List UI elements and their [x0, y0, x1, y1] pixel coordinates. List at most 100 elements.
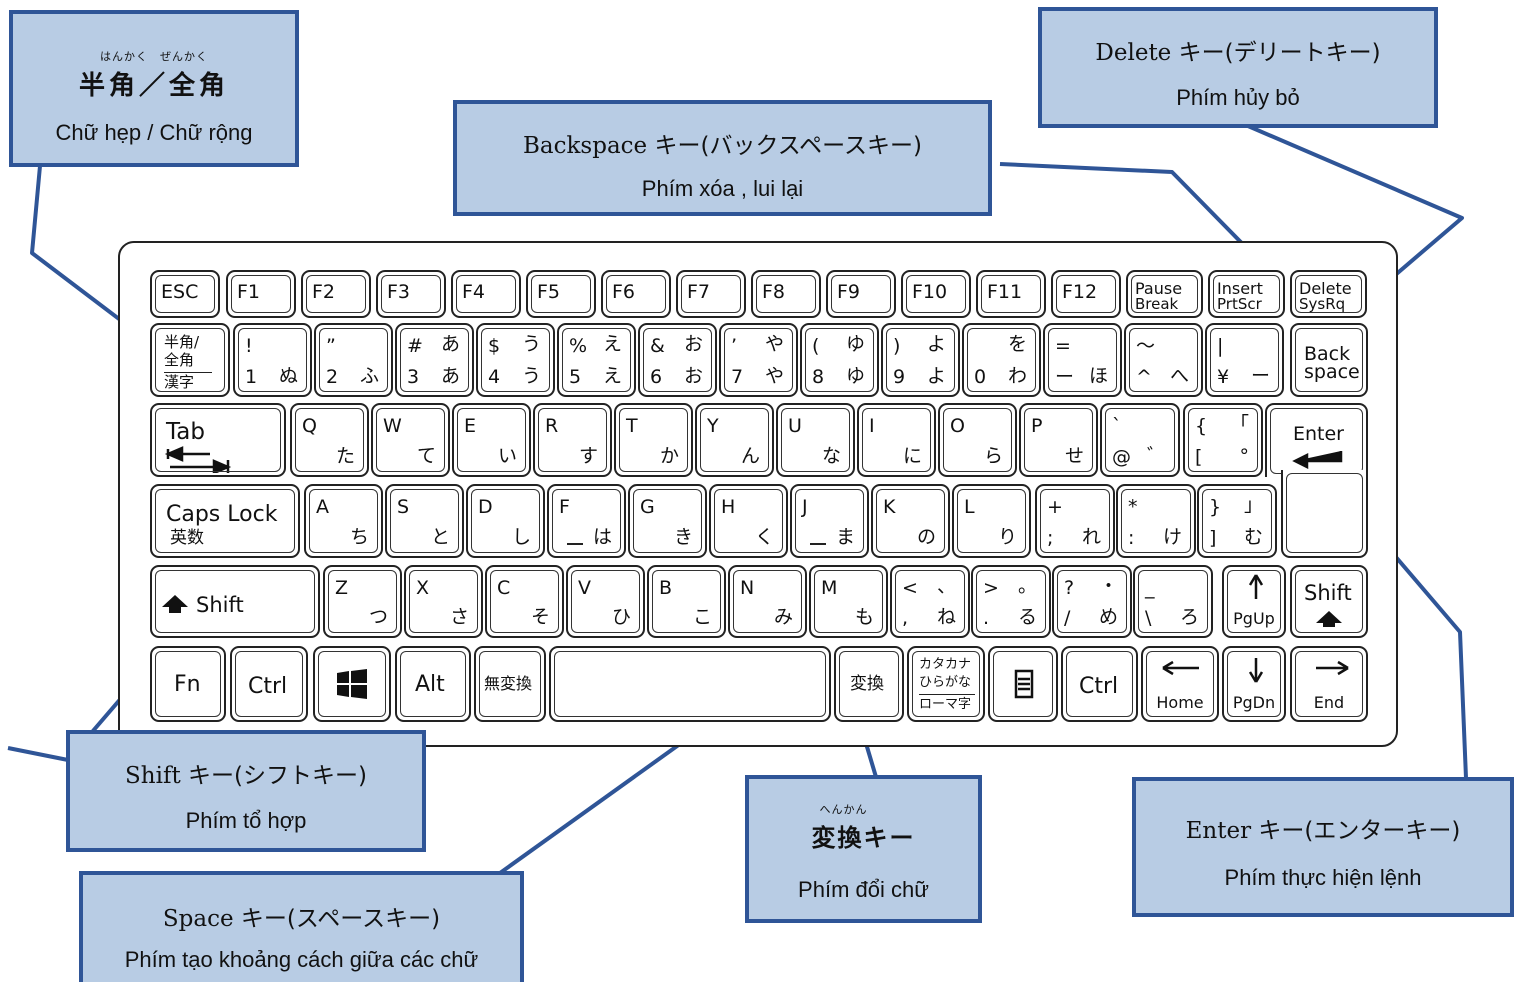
key-left-shift[interactable]: Shift [150, 565, 320, 638]
key-space[interactable] [549, 646, 831, 722]
key-comma[interactable]: <、,ね [890, 565, 970, 638]
key-home[interactable]: Home [1141, 646, 1219, 722]
key-label: て [416, 445, 436, 467]
key-pgup[interactable]: PgUp [1222, 565, 1286, 638]
key-label: Enter [1293, 423, 1344, 445]
key-period[interactable]: >。.る [971, 565, 1051, 638]
key-f5[interactable]: F5 [526, 270, 596, 318]
key-f3[interactable]: F3 [376, 270, 446, 318]
key-rbracket[interactable]: }」]む [1197, 484, 1277, 558]
key-f2[interactable]: F2 [301, 270, 371, 318]
key-enter[interactable]: Enter [1265, 403, 1368, 477]
key-muhenkan[interactable]: 無変換 [474, 646, 546, 722]
key-label: 」 [1243, 494, 1263, 516]
key-label: う [521, 333, 541, 355]
key-esc[interactable]: ESC [150, 270, 220, 318]
key-f7[interactable]: F7 [676, 270, 746, 318]
key-f11[interactable]: F11 [976, 270, 1046, 318]
key-label: F2 [312, 281, 336, 303]
key-number-^[interactable]: ～^へ [1124, 323, 1203, 397]
key-right-ctrl[interactable]: Ctrl [1061, 646, 1138, 722]
key-pgdn[interactable]: PgDn [1222, 646, 1286, 722]
key-f10[interactable]: F10 [901, 270, 971, 318]
key-tab[interactable]: Tab [150, 403, 286, 477]
key-label: Home [1156, 693, 1204, 712]
key-label: 英数 [170, 528, 204, 548]
key-semicolon[interactable]: +;れ [1035, 484, 1115, 558]
key-ctrl[interactable]: Ctrl [230, 646, 308, 722]
key-label: < [902, 577, 918, 599]
key-number-ー[interactable]: =ーほ [1043, 323, 1122, 397]
callout-title: Backspace キー(バックスペースキー) [523, 133, 922, 159]
windows-logo-icon [335, 668, 369, 704]
key-end[interactable]: End [1290, 646, 1368, 722]
key-f12[interactable]: F12 [1051, 270, 1121, 318]
key-f6[interactable]: F6 [601, 270, 671, 318]
key-alt[interactable]: Alt [395, 646, 471, 722]
key-henkan[interactable]: 変換 [834, 646, 904, 722]
key-label: ろ [1179, 606, 1199, 628]
key-f8[interactable]: F8 [751, 270, 821, 318]
key-left-bracket[interactable]: {「[° [1183, 403, 1263, 477]
key-windows[interactable] [313, 646, 391, 722]
key-right-shift[interactable]: Shift [1290, 565, 1368, 638]
key-f4[interactable]: F4 [451, 270, 521, 318]
key-label: \ [1145, 607, 1152, 629]
key-colon[interactable]: *:け [1116, 484, 1196, 558]
key-kana[interactable]: カタカナひらがなローマ字 [907, 646, 985, 722]
key-backslash[interactable]: _\ろ [1133, 565, 1213, 638]
key-slash[interactable]: ?・/め [1052, 565, 1132, 638]
key-hankaku-zenkaku[interactable]: 半角/全角漢字 [150, 323, 230, 397]
key-enter-lower[interactable] [1281, 470, 1368, 558]
key-at[interactable]: `@゛ [1100, 403, 1180, 477]
callout-space: Space キー(スペースキー) Phím tạo khoảng cách gi… [79, 871, 524, 982]
key-fn[interactable]: Fn [150, 646, 226, 722]
key-f9[interactable]: F9 [826, 270, 896, 318]
key-menu[interactable] [988, 646, 1058, 722]
arrow-up-icon [1248, 573, 1264, 605]
key-number-¥[interactable]: |¥ー [1205, 323, 1284, 397]
key-f1[interactable]: F1 [226, 270, 296, 318]
